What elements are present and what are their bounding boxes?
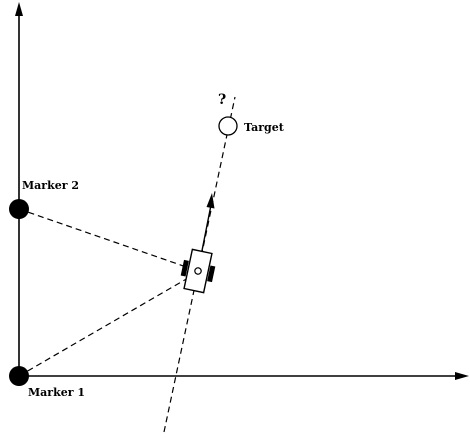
target-label: Target <box>244 121 285 134</box>
heading-arrowhead <box>206 193 215 209</box>
marker-2-dot <box>9 199 29 219</box>
target-circle <box>218 116 238 136</box>
x-axis-arrowhead <box>455 372 469 380</box>
dashed-line-marker2-to-robot <box>18 208 196 271</box>
robot-left-wheel <box>180 259 189 277</box>
question-mark-label: ? <box>218 92 226 108</box>
y-axis-arrowhead <box>15 2 23 16</box>
robot-right-wheel <box>207 265 216 283</box>
robot-center <box>194 267 202 275</box>
marker-2-label: Marker 2 <box>22 179 79 192</box>
dashed-line-marker1-to-robot <box>18 273 196 377</box>
marker-1-dot <box>9 366 29 386</box>
marker-1-label: Marker 1 <box>28 386 85 399</box>
robot <box>180 248 216 294</box>
